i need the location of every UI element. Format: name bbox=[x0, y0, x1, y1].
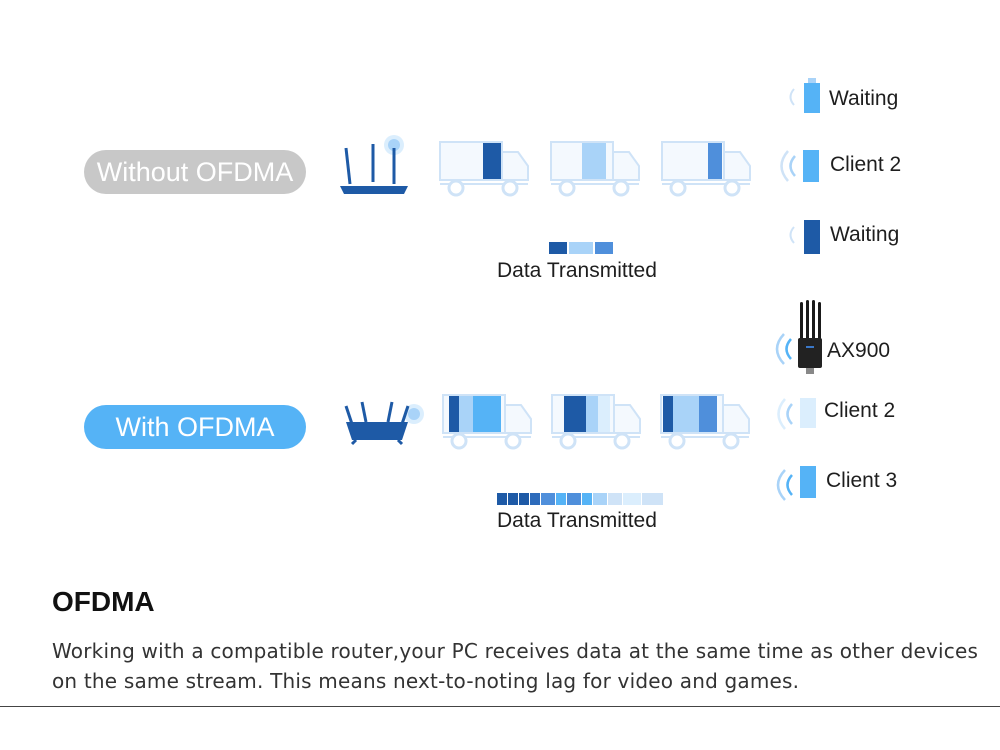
data-transmitted-caption: Data Transmitted bbox=[497, 509, 657, 532]
wifi-signal-icon bbox=[777, 398, 793, 430]
section-description: Working with a compatible router,your PC… bbox=[52, 639, 979, 693]
device-label: Waiting bbox=[829, 87, 899, 110]
with-ofdma-label: With OFDMA bbox=[84, 405, 306, 449]
data-transmitted-bar bbox=[497, 493, 663, 505]
section-title: OFDMA bbox=[52, 586, 155, 617]
router-icon bbox=[344, 401, 424, 446]
truck-icon bbox=[439, 141, 529, 197]
usb-adapter-icon bbox=[804, 78, 820, 113]
wifi-signal-icon bbox=[776, 469, 793, 501]
wifi-signal-icon bbox=[775, 333, 792, 365]
device-label: Client 3 bbox=[826, 469, 898, 492]
usb-adapter-icon bbox=[804, 220, 820, 254]
truck-icon bbox=[551, 394, 641, 450]
data-transmitted-caption: Data Transmitted bbox=[497, 259, 657, 282]
usb-adapter-icon bbox=[800, 466, 816, 498]
wifi-signal-icon bbox=[789, 226, 795, 244]
without-ofdma-label: Without OFDMA bbox=[84, 150, 306, 194]
device-label: Client 2 bbox=[830, 153, 902, 176]
truck-icon bbox=[550, 141, 640, 197]
data-transmitted-bar bbox=[549, 242, 613, 254]
wifi-signal-icon bbox=[789, 88, 795, 106]
divider bbox=[0, 706, 1000, 707]
usb-adapter-icon bbox=[798, 300, 822, 374]
truck-icon bbox=[442, 394, 532, 450]
device-label: AX900 bbox=[827, 339, 891, 362]
truck-icon bbox=[660, 394, 750, 450]
device-label: Client 2 bbox=[824, 399, 896, 422]
usb-adapter-icon bbox=[800, 398, 816, 428]
usb-adapter-icon bbox=[803, 150, 819, 182]
router-icon bbox=[340, 135, 408, 194]
truck-icon bbox=[661, 141, 751, 197]
wifi-signal-icon bbox=[780, 150, 796, 182]
device-label: Waiting bbox=[830, 223, 900, 246]
